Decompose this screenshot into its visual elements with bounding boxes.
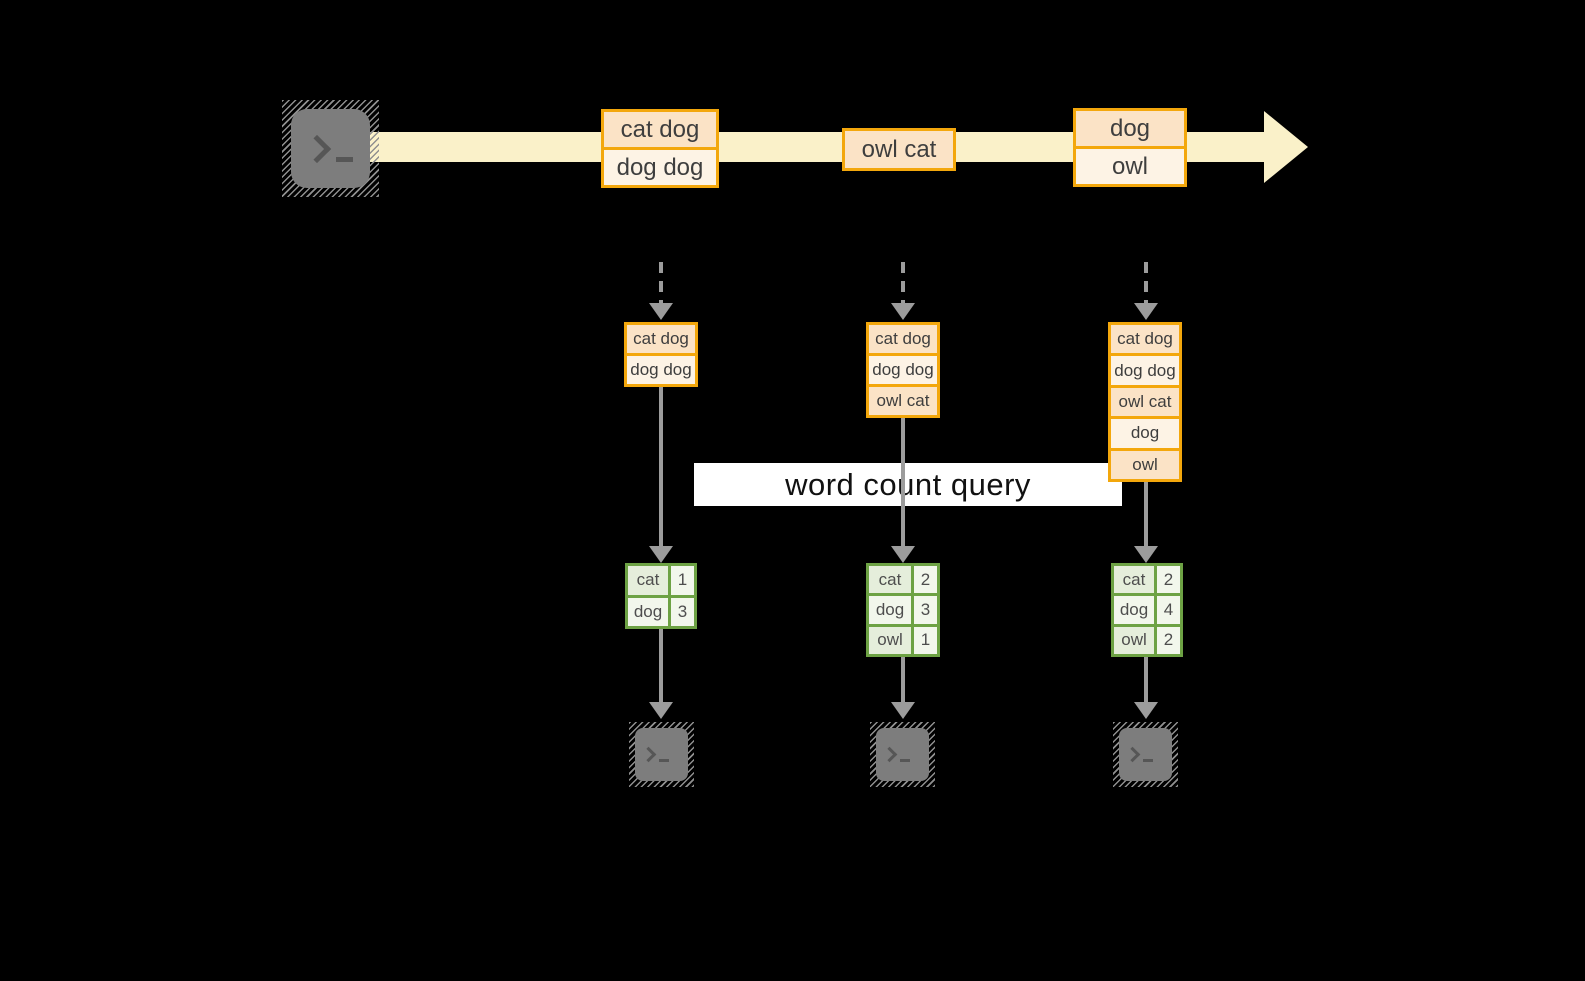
- output-arrow-3: [1144, 657, 1148, 702]
- word-cell: dog: [1114, 596, 1154, 624]
- terminal-prompt-chevron-icon: [881, 746, 898, 763]
- source-terminal-icon: [282, 100, 379, 197]
- query-arrow-1: [659, 387, 663, 546]
- terminal-body: [876, 728, 929, 781]
- batch-dashed-arrow-1: [659, 262, 663, 303]
- count-cell: 2: [914, 566, 937, 594]
- record-cell: owl: [1111, 450, 1179, 480]
- record-cell: owl cat: [869, 387, 937, 415]
- output-arrow-1: [659, 629, 663, 702]
- output-arrowhead-3: [1134, 702, 1158, 719]
- word-cell: dog: [628, 597, 668, 626]
- output-terminal-icon-3: [1113, 722, 1178, 787]
- query-arrowhead-1: [649, 546, 673, 563]
- terminal-body: [1119, 728, 1172, 781]
- word-cell: owl: [869, 626, 911, 654]
- stream-event-box-2: owl cat: [842, 128, 956, 171]
- count-cell: 1: [671, 566, 694, 595]
- count-cell: 3: [671, 597, 694, 626]
- record-cell: owl: [1076, 149, 1184, 184]
- terminal-prompt-underscore-icon: [659, 759, 669, 762]
- count-cell: 2: [1157, 566, 1180, 594]
- batch-state-box-2: cat dog dog dog owl cat: [866, 322, 940, 418]
- terminal-prompt-chevron-icon: [1124, 746, 1141, 763]
- record-cell: dog dog: [869, 356, 937, 384]
- word-cell: dog: [869, 596, 911, 624]
- terminal-prompt-underscore-icon: [900, 759, 910, 762]
- terminal-prompt-chevron-icon: [302, 134, 332, 163]
- record-cell: owl cat: [1111, 387, 1179, 417]
- output-arrowhead-1: [649, 702, 673, 719]
- batch-dashed-arrowhead-2: [891, 303, 915, 320]
- record-cell: owl cat: [845, 131, 953, 168]
- output-terminal-icon-1: [629, 722, 694, 787]
- output-terminal-icon-2: [870, 722, 935, 787]
- count-cell: 4: [1157, 596, 1180, 624]
- batch-state-box-1: cat dog dog dog: [624, 322, 698, 387]
- record-cell: dog: [1076, 111, 1184, 146]
- word-cell: cat: [628, 566, 668, 595]
- terminal-body: [291, 109, 370, 188]
- batch-dashed-arrow-2: [901, 262, 905, 303]
- word-cell: cat: [869, 566, 911, 594]
- terminal-prompt-underscore-icon: [1143, 759, 1153, 762]
- terminal-prompt-chevron-icon: [640, 746, 657, 763]
- query-arrowhead-2: [891, 546, 915, 563]
- batch-dashed-arrowhead-3: [1134, 303, 1158, 320]
- output-arrow-2: [901, 657, 905, 702]
- batch-dashed-arrow-3: [1144, 262, 1148, 303]
- record-cell: cat dog: [627, 325, 695, 353]
- batch-dashed-arrowhead-1: [649, 303, 673, 320]
- count-cell: 2: [1157, 626, 1180, 654]
- record-cell: dog: [1111, 419, 1179, 448]
- record-cell: cat dog: [1111, 325, 1179, 354]
- count-cell: 1: [914, 626, 937, 654]
- query-label: word count query: [785, 466, 1031, 502]
- terminal-body: [635, 728, 688, 781]
- word-cell: owl: [1114, 626, 1154, 654]
- record-cell: dog dog: [627, 356, 695, 384]
- record-cell: cat dog: [604, 112, 716, 147]
- output-arrowhead-2: [891, 702, 915, 719]
- query-arrowhead-3: [1134, 546, 1158, 563]
- record-cell: dog dog: [604, 150, 716, 185]
- query-arrow-2: [901, 418, 905, 546]
- word-cell: cat: [1114, 566, 1154, 594]
- terminal-prompt-underscore-icon: [336, 157, 353, 162]
- count-cell: 3: [914, 596, 937, 624]
- record-cell: cat dog: [869, 325, 937, 353]
- stream-arrowhead-icon: [1264, 111, 1308, 183]
- record-cell: dog dog: [1111, 356, 1179, 385]
- query-arrow-3: [1144, 482, 1148, 546]
- query-label-band: word count query: [694, 463, 1122, 506]
